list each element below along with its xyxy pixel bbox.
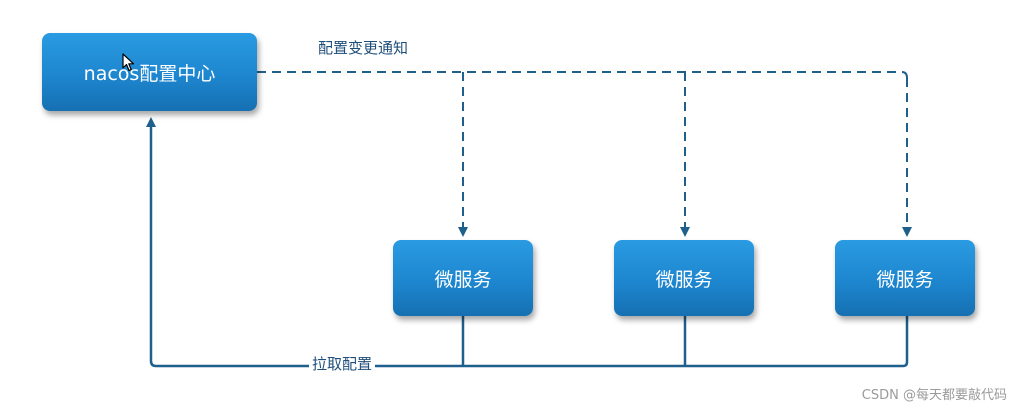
- notify-trunk-line: [257, 71, 908, 79]
- pull-edges: [146, 117, 909, 368]
- notify-edges: [257, 71, 912, 237]
- pull-edge-label: 拉取配置: [309, 353, 376, 374]
- nacos-config-center-node: nacos配置中心: [42, 33, 257, 111]
- pull-trunk-line: [146, 117, 903, 368]
- microservice-label: 微服务: [434, 268, 492, 291]
- watermark: CSDN @每天都要敲代码: [861, 388, 1007, 403]
- notify-edge-label: 配置变更通知: [318, 39, 409, 57]
- pull-drop-svc3: [902, 316, 909, 368]
- mouse-cursor-icon: [122, 53, 135, 72]
- microservice-node-1: 微服务: [393, 240, 533, 316]
- config-center-label: nacos配置中心: [83, 62, 216, 85]
- microservice-label: 微服务: [876, 268, 934, 291]
- microservice-label: 微服务: [655, 268, 713, 291]
- microservice-node-3: 微服务: [835, 240, 975, 316]
- microservice-node-2: 微服务: [614, 240, 754, 316]
